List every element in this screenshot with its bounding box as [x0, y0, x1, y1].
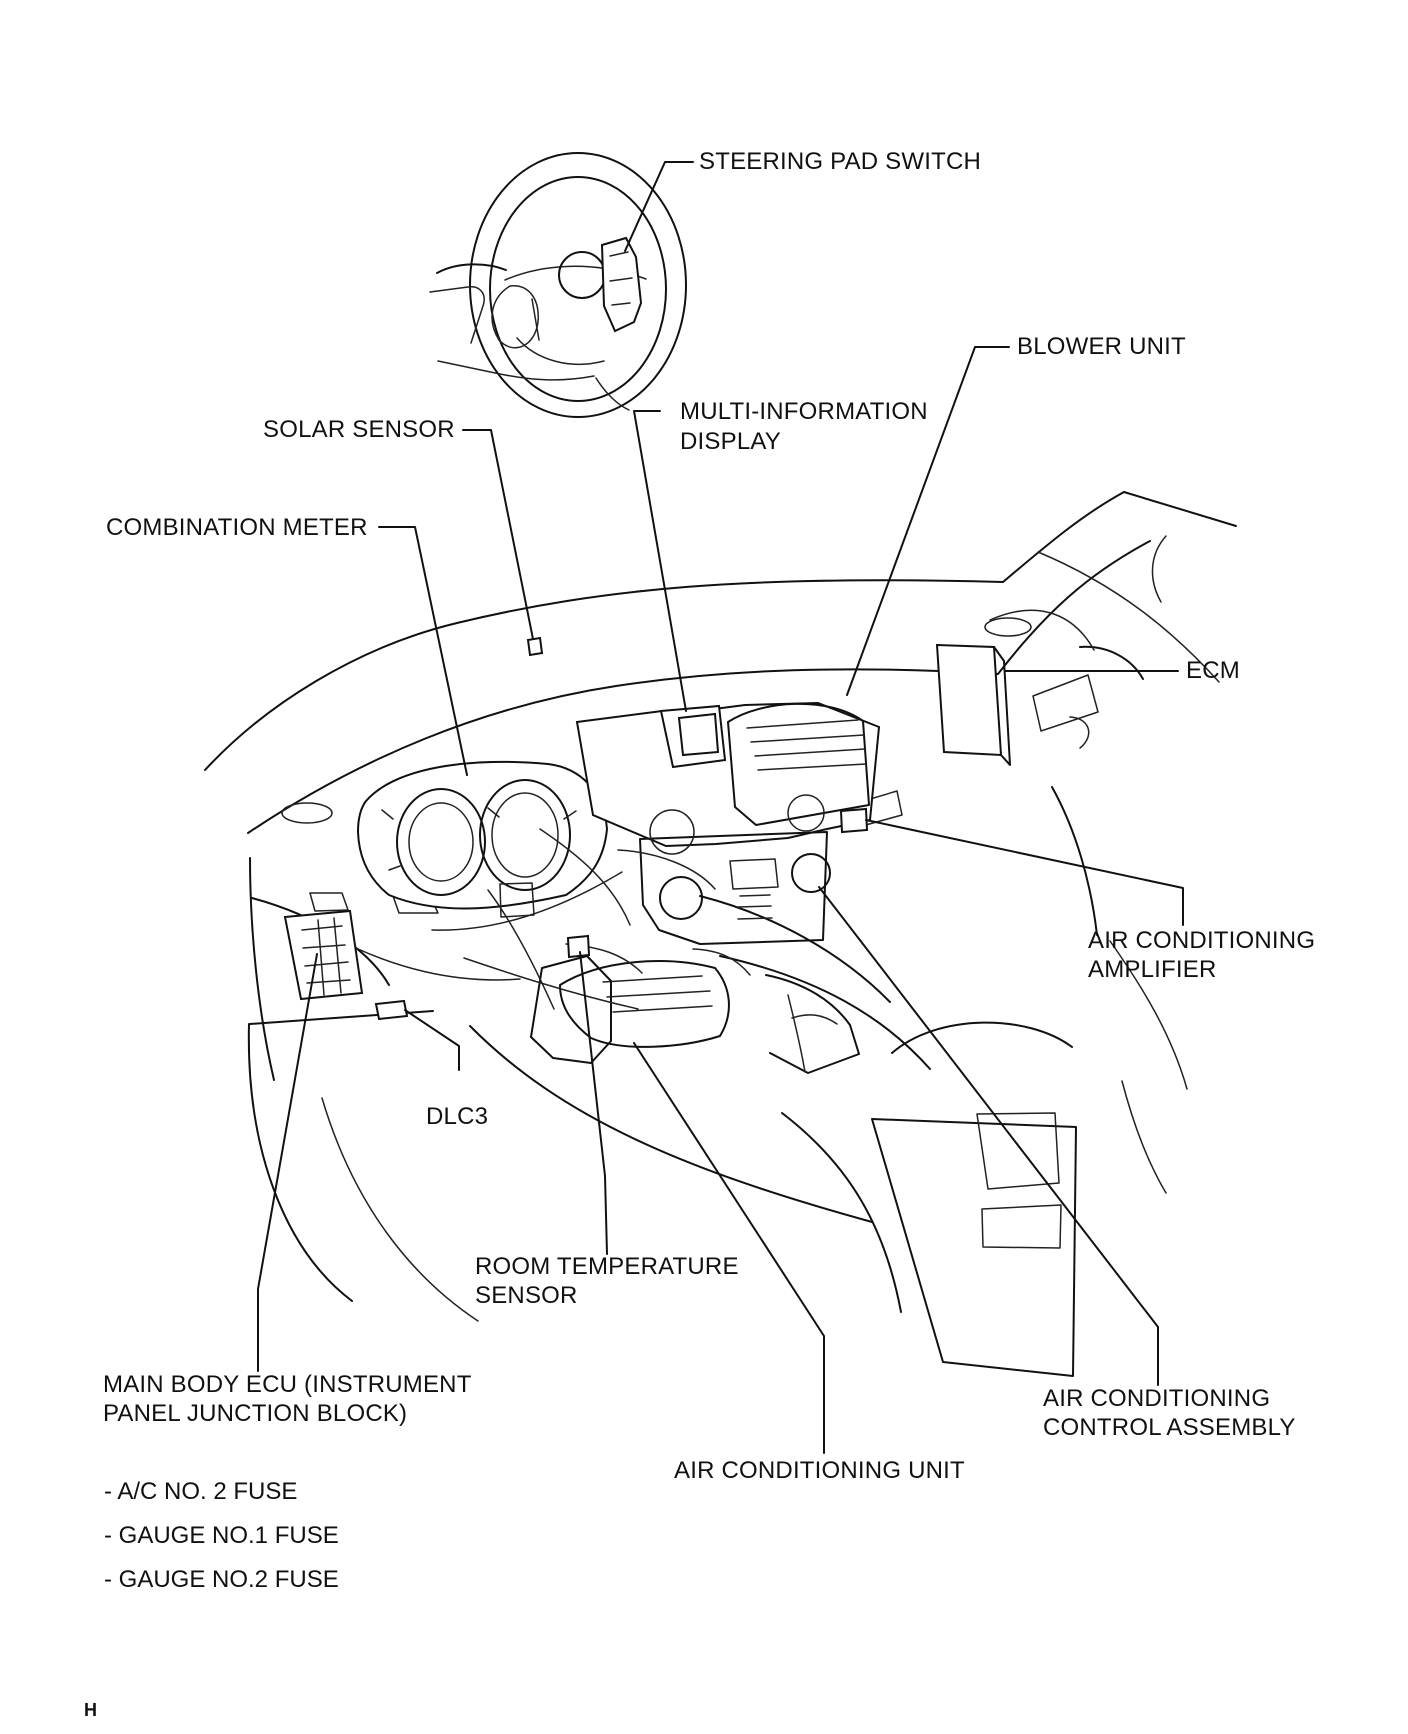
label-room-temperature-sensor-line1: ROOM TEMPERATURE: [475, 1253, 739, 1280]
label-steering-pad-switch: STEERING PAD SWITCH: [699, 148, 982, 175]
leader-line-air-conditioning-amplifier: [865, 819, 1184, 926]
label-combination-meter: COMBINATION METER: [106, 514, 368, 541]
label-air-conditioning-amplifier-line2: AMPLIFIER: [1088, 956, 1217, 983]
label-main-body-ecu-line1: MAIN BODY ECU (INSTRUMENT: [103, 1371, 472, 1398]
label-air-conditioning-control-assembly-line1: AIR CONDITIONING: [1043, 1385, 1271, 1412]
label-air-conditioning-control-assembly-line2: CONTROL ASSEMBLY: [1043, 1414, 1296, 1441]
leader-line-blower-unit: [846, 346, 1010, 696]
fuse-item: - A/C NO. 2 FUSE: [104, 1478, 298, 1505]
dashboard-illustration: [204, 491, 1237, 1377]
room-temperature-sensor-illustration: [566, 934, 591, 959]
leader-line-multi-information-display: [633, 410, 687, 712]
leader-line-air-conditioning-unit: [633, 1042, 825, 1454]
label-solar-sensor: SOLAR SENSOR: [263, 416, 455, 443]
label-air-conditioning-unit: AIR CONDITIONING UNIT: [674, 1457, 965, 1484]
dlc3-connector-illustration: [374, 999, 409, 1021]
leader-line-room-temperature-sensor: [579, 951, 608, 1255]
label-dlc3: DLC3: [426, 1103, 489, 1130]
leader-line-main-body-ecu: [257, 953, 318, 1372]
leader-line-steering-pad-switch: [624, 161, 694, 252]
leader-line-dlc3: [404, 1009, 460, 1071]
label-blower-unit: BLOWER UNIT: [1017, 333, 1186, 360]
label-air-conditioning-amplifier-line1: AIR CONDITIONING: [1088, 927, 1316, 954]
label-multi-information-display-line2: DISPLAY: [680, 428, 781, 455]
leader-lines: [257, 161, 1184, 1454]
combination-meter-illustration: [356, 760, 609, 910]
leader-line-solar-sensor: [462, 429, 534, 640]
solar-sensor-illustration: [526, 636, 544, 657]
air-conditioning-amplifier-illustration: [839, 807, 869, 834]
label-ecm: ECM: [1186, 657, 1240, 684]
page-marker: H: [84, 1700, 97, 1720]
label-room-temperature-sensor-line2: SENSOR: [475, 1282, 578, 1309]
leader-line-air-conditioning-control-assembly: [818, 886, 1159, 1386]
main-body-ecu-illustration: [283, 909, 364, 1001]
label-multi-information-display-line1: MULTI-INFORMATION: [680, 398, 928, 425]
fuse-item: - GAUGE NO.1 FUSE: [104, 1522, 339, 1549]
steering-wheel-illustration: [429, 152, 687, 418]
leader-line-combination-meter: [378, 526, 468, 776]
fuse-list: - A/C NO. 2 FUSE - GAUGE NO.1 FUSE - GAU…: [104, 1470, 339, 1602]
ecm-module-illustration: [935, 643, 1011, 766]
label-main-body-ecu-line2: PANEL JUNCTION BLOCK): [103, 1400, 408, 1427]
center-console-illustration: [329, 701, 881, 1064]
fuse-item: - GAUGE NO.2 FUSE: [104, 1566, 339, 1593]
